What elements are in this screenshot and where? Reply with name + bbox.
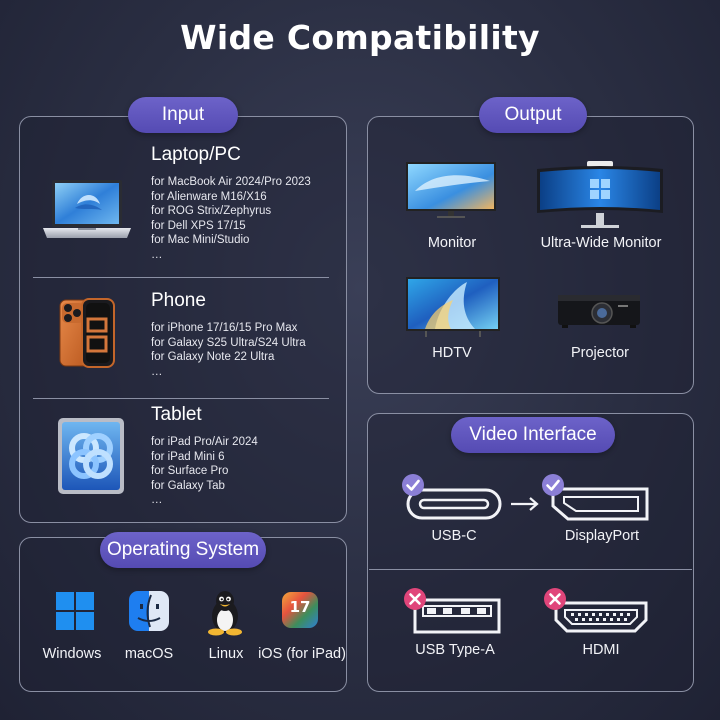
os-windows-label: Windows <box>42 646 102 662</box>
output-projector-label: Projector <box>570 345 630 361</box>
list-item: for iPad Mini 6 <box>151 450 225 463</box>
usb-c-label: USB-C <box>431 528 477 544</box>
list-item: for ROG Strix/Zephyrus <box>151 205 272 218</box>
output-hdtv-label: HDTV <box>432 345 472 361</box>
displayport-port-icon <box>550 486 650 522</box>
os-linux-label: Linux <box>208 646 244 662</box>
usb-type-a-label: USB Type-A <box>415 642 495 658</box>
device-laptop-list: for MacBook Air 2024/Pro 2023 for Alienw… <box>151 175 311 263</box>
tablet-icon <box>56 416 126 496</box>
output-label: Output <box>479 97 587 133</box>
linux-tux-icon <box>205 590 245 636</box>
device-tablet-title: Tablet <box>151 404 202 425</box>
hdtv-icon <box>405 276 501 338</box>
list-item: for Galaxy Tab <box>151 479 225 492</box>
device-phone-list: for iPhone 17/16/15 Pro Max for Galaxy S… <box>151 321 306 379</box>
os-macos-label: macOS <box>124 646 174 662</box>
output-monitor-label: Monitor <box>427 235 477 251</box>
list-item: … <box>151 365 163 378</box>
device-laptop-title: Laptop/PC <box>151 144 241 165</box>
input-divider <box>33 398 329 399</box>
list-item: for Surface Pro <box>151 465 229 478</box>
list-item: for iPhone 17/16/15 Pro Max <box>151 322 298 334</box>
usb-c-port-icon <box>406 486 502 522</box>
check-icon <box>541 473 565 497</box>
output-ultra-wide-label: Ultra-Wide Monitor <box>540 235 662 251</box>
page-title: Wide Compatibility <box>180 18 540 57</box>
list-item: for Galaxy Note 22 Ultra <box>151 351 275 364</box>
cross-icon <box>403 587 427 611</box>
input-label: Input <box>128 97 238 133</box>
video-interface-panel <box>367 413 694 692</box>
windows-icon <box>56 592 94 630</box>
ios-icon: 17 <box>282 592 318 628</box>
list-item: for iPad Pro/Air 2024 <box>151 436 258 448</box>
list-item: … <box>151 494 163 507</box>
cross-icon <box>543 587 567 611</box>
list-item: for Dell XPS 17/15 <box>151 219 246 232</box>
list-item: for Mac Mini/Studio <box>151 234 250 247</box>
ios-badge-number: 17 <box>289 598 311 616</box>
monitor-icon <box>405 161 497 219</box>
list-item: for Alienware M16/X16 <box>151 190 267 203</box>
hdmi-port-icon <box>553 600 649 634</box>
hdmi-label: HDMI <box>582 642 620 658</box>
device-tablet-list: for iPad Pro/Air 2024 for iPad Mini 6 fo… <box>151 435 258 508</box>
macos-finder-icon <box>129 591 169 631</box>
list-item: for Galaxy S25 Ultra/S24 Ultra <box>151 336 306 349</box>
video-interface-label: Video Interface <box>451 417 615 453</box>
video-divider <box>369 569 692 570</box>
displayport-label: DisplayPort <box>564 528 640 544</box>
os-ios-label: iOS (for iPad) <box>258 646 346 662</box>
ultra-wide-monitor-icon <box>535 161 665 235</box>
check-icon <box>401 473 425 497</box>
list-item: … <box>151 248 163 261</box>
usb-a-port-icon <box>413 598 501 634</box>
arrow-right-icon <box>510 496 540 512</box>
device-phone-title: Phone <box>151 290 206 311</box>
input-divider <box>33 277 329 278</box>
list-item: for MacBook Air 2024/Pro 2023 <box>151 176 311 188</box>
laptop-icon <box>42 178 132 242</box>
os-label: Operating System <box>100 532 266 568</box>
phone-icon <box>58 297 116 369</box>
projector-icon <box>556 291 642 331</box>
